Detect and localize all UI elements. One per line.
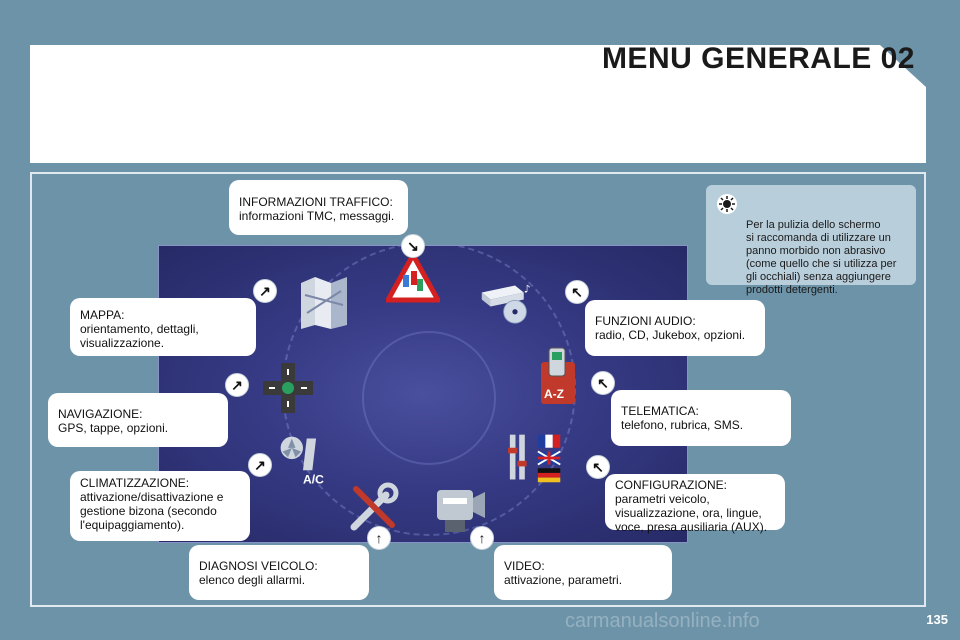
climate-arrow-icon[interactable]: ↗ bbox=[248, 453, 272, 477]
navigation-arrow-icon[interactable]: ↗ bbox=[225, 373, 249, 397]
menu-item-traffic[interactable]: INFORMAZIONI TRAFFICO: informazioni TMC,… bbox=[229, 180, 408, 235]
map-arrow-icon[interactable]: ↗ bbox=[253, 279, 277, 303]
audio-description: radio, CD, Jukebox, opzioni. bbox=[595, 328, 746, 342]
config-description: parametri veicolo, visualizzazione, ora,… bbox=[615, 492, 768, 534]
config-heading: CONFIGURAZIONE: bbox=[615, 478, 728, 492]
ac-label: A/C bbox=[303, 472, 324, 486]
video-camera-icon[interactable] bbox=[433, 480, 489, 536]
map-description: orientamento, dettagli, visualizzazione. bbox=[80, 322, 199, 350]
screen-ring-inner bbox=[362, 331, 496, 465]
menu-item-telematics[interactable]: TELEMATICA: telefono, rubrica, SMS. bbox=[611, 390, 791, 446]
video-arrow-icon[interactable]: ↑ bbox=[470, 526, 494, 550]
map-icon[interactable] bbox=[296, 275, 352, 331]
menu-item-audio[interactable]: FUNZIONI AUDIO: radio, CD, Jukebox, opzi… bbox=[585, 300, 765, 356]
audio-heading: FUNZIONI AUDIO: bbox=[595, 314, 696, 328]
watermark: carmanualsonline.info bbox=[565, 610, 760, 632]
svg-text:♪: ♪ bbox=[524, 284, 531, 296]
climate-heading: CLIMATIZZAZIONE: bbox=[80, 476, 190, 490]
diagnosis-arrow-icon[interactable]: ↑ bbox=[367, 526, 391, 550]
page-number: 135 bbox=[926, 612, 948, 627]
menu-item-config[interactable]: CONFIGURAZIONE: parametri veicolo, visua… bbox=[605, 474, 785, 534]
traffic-warning-icon[interactable] bbox=[385, 250, 441, 306]
video-description: attivazione, parametri. bbox=[504, 573, 623, 587]
climate-ac-icon[interactable]: A/C bbox=[275, 432, 331, 488]
traffic-arrow-icon[interactable]: ↘ bbox=[401, 234, 425, 258]
telematics-heading: TELEMATICA: bbox=[621, 404, 699, 418]
telematics-description: telefono, rubrica, SMS. bbox=[621, 418, 744, 432]
sun-icon bbox=[717, 194, 737, 214]
header-band bbox=[30, 45, 926, 163]
cleaning-note: Per la pulizia dello schermo si raccoman… bbox=[706, 185, 916, 296]
page-title: MENU GENERALE 02 bbox=[601, 42, 915, 75]
menu-item-navigation[interactable]: NAVIGAZIONE: GPS, tappe, opzioni. bbox=[48, 393, 228, 447]
cleaning-note-text: Per la pulizia dello schermo si raccoman… bbox=[746, 219, 897, 296]
az-label: A-Z bbox=[544, 387, 564, 401]
map-heading: MAPPA: bbox=[80, 308, 125, 322]
telematics-arrow-icon[interactable]: ↖ bbox=[591, 371, 615, 395]
audio-arrow-icon[interactable]: ↖ bbox=[565, 280, 589, 304]
navigation-description: GPS, tappe, opzioni. bbox=[58, 421, 169, 435]
navigation-crossroad-icon[interactable] bbox=[260, 360, 316, 416]
video-heading: VIDEO: bbox=[504, 559, 545, 573]
diagnosis-heading: DIAGNOSI VEICOLO: bbox=[199, 559, 318, 573]
telematics-phonebook-icon[interactable]: A-Z bbox=[530, 347, 586, 404]
content-frame bbox=[30, 172, 926, 607]
menu-item-map[interactable]: MAPPA: orientamento, dettagli, visualizz… bbox=[70, 298, 256, 356]
menu-item-diagnosis[interactable]: DIAGNOSI VEICOLO: elenco degli allarmi. bbox=[189, 545, 369, 600]
menu-item-climate[interactable]: CLIMATIZZAZIONE: attivazione/disattivazi… bbox=[70, 471, 250, 541]
traffic-heading: INFORMAZIONI TRAFFICO: bbox=[239, 195, 393, 209]
config-arrow-icon[interactable]: ↖ bbox=[586, 455, 610, 479]
diagnosis-tools-icon[interactable] bbox=[345, 480, 401, 536]
climate-description: attivazione/disattivazione e gestione bi… bbox=[80, 490, 224, 532]
navigation-heading: NAVIGAZIONE: bbox=[58, 407, 143, 421]
traffic-description: informazioni TMC, messaggi. bbox=[239, 209, 395, 223]
config-language-flags-icon[interactable] bbox=[508, 430, 564, 486]
diagnosis-description: elenco degli allarmi. bbox=[199, 573, 306, 587]
menu-item-video[interactable]: VIDEO: attivazione, parametri. bbox=[494, 545, 672, 600]
audio-cd-icon[interactable]: ♪ bbox=[480, 275, 536, 331]
